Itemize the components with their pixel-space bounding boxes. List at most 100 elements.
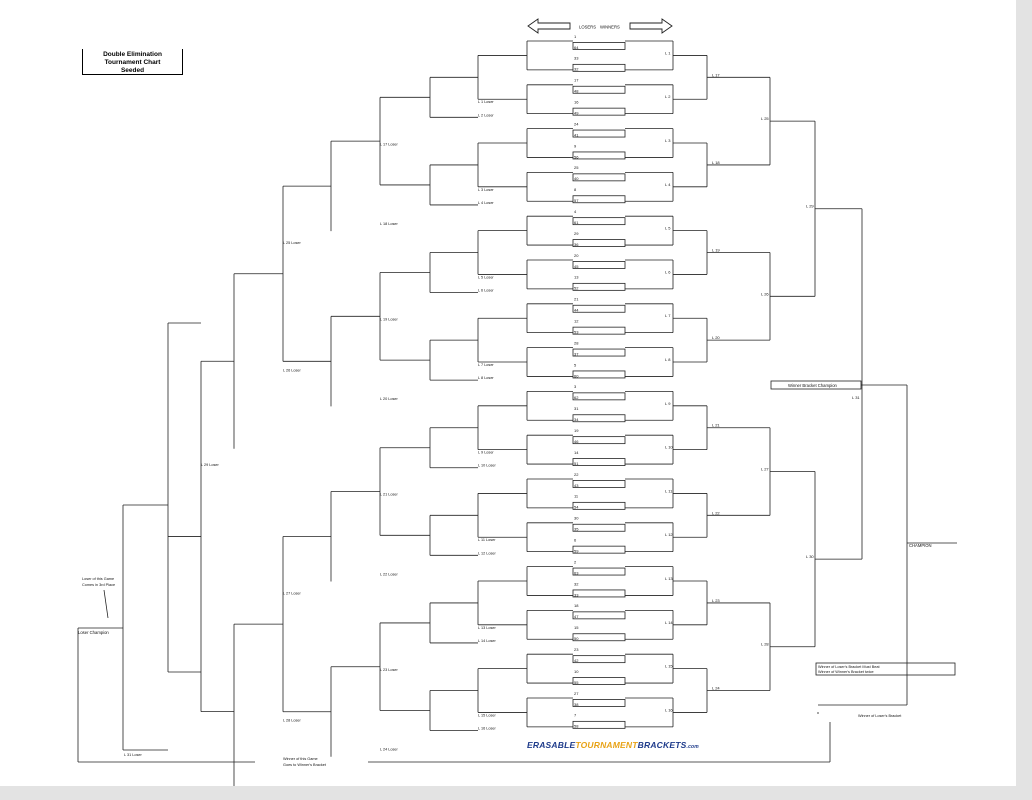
seed-number: 14: [574, 450, 579, 455]
loser-drop-label: L 17 Loser: [380, 142, 399, 146]
loser-drop-label: L 9 Loser: [478, 451, 494, 455]
match-label: L 4: [665, 182, 671, 187]
seed-number: 27: [574, 691, 579, 696]
entrant-box: [572, 545, 626, 554]
seed-number: 42: [574, 658, 579, 663]
entrant-box: [572, 480, 626, 488]
entrant-box: [572, 239, 626, 247]
match-label: L 3: [665, 138, 671, 143]
seed-number: 15: [574, 625, 579, 630]
match-label: L 14: [665, 620, 673, 625]
entrant-box: [572, 107, 626, 116]
seed-number: 37: [574, 351, 579, 356]
seed-number: 1: [574, 34, 577, 39]
seed-number: 3: [574, 384, 577, 389]
seed-number: 38: [574, 702, 579, 707]
seed-number: 10: [574, 669, 579, 674]
loser-drop-label: L 16 Loser: [478, 727, 497, 731]
entrant-box: [572, 85, 626, 94]
seed-number: 13: [574, 275, 579, 280]
match-label: L 1: [665, 50, 671, 55]
winner-bracket-champion-box: [770, 380, 862, 390]
seed-number: 45: [574, 264, 579, 269]
entrant-box: [572, 217, 626, 226]
seed-number: 35: [574, 527, 579, 532]
goes-note: Winner of this Game: [283, 757, 318, 761]
match-label: L 10: [665, 445, 673, 450]
entrant-box: [572, 677, 626, 685]
match-label: L 8: [665, 357, 671, 362]
seed-number: 24: [574, 121, 579, 126]
entrant-box: [572, 720, 626, 729]
logo-text: BRACKETS: [637, 740, 687, 750]
title-line: Tournament Chart: [104, 59, 161, 66]
seed-number: 57: [574, 198, 579, 203]
seed-number: 49: [574, 110, 579, 115]
l31-loser-label: L 31 Loser: [124, 753, 143, 757]
seed-number: 44: [574, 308, 579, 313]
loser-drop-label: L 24 Loser: [380, 748, 399, 752]
seed-number: 17: [574, 78, 579, 83]
loser-drop-label: L 22 Loser: [380, 572, 399, 576]
loser-drop-label: L 25 Loser: [283, 241, 302, 245]
seed-number: 47: [574, 614, 579, 619]
seed-number: 52: [574, 286, 579, 291]
seed-number: 11: [574, 494, 579, 499]
seed-number: 54: [574, 505, 579, 510]
entrant-box: [572, 261, 626, 269]
match-line: [103, 589, 109, 619]
entrant-box: [572, 392, 626, 401]
match-label: L 20: [712, 335, 720, 340]
seed-number: 48: [574, 89, 579, 94]
match-label: L 12: [665, 532, 673, 537]
loser-drop-label: L 18 Loser: [380, 222, 399, 226]
seed-number: 43: [574, 483, 579, 488]
direction-arrow: [527, 18, 673, 34]
loser-drop-label: L 5 Loser: [478, 275, 494, 279]
match-label: L 6: [665, 269, 671, 274]
brand-logo: ERASABLETOURNAMENTBRACKETS.com: [527, 740, 699, 750]
match-label: L 28: [761, 642, 769, 647]
seed-number: 7: [574, 713, 577, 718]
seed-number: 30: [574, 516, 579, 521]
seed-number: 19: [574, 428, 579, 433]
entrant-box: [572, 173, 626, 182]
third-place-note: Loser of this Game: [82, 577, 114, 581]
seed-number: 21: [574, 297, 579, 302]
seed-number: 28: [574, 340, 579, 345]
seed-number: 55: [574, 680, 579, 685]
match-label: L 29: [806, 204, 814, 209]
seed-number: 61: [574, 220, 579, 225]
seed-number: 18: [574, 603, 579, 608]
entrant-box: [572, 129, 626, 138]
entrant-box: [572, 304, 626, 313]
entrant-box: [572, 699, 626, 707]
entrant-box: [572, 414, 626, 423]
seed-number: 56: [574, 154, 579, 159]
loser-drop-label: L 15 Loser: [478, 713, 497, 717]
entrant-box: [572, 63, 626, 72]
entrant-box: [572, 501, 626, 510]
seed-number: 9: [574, 143, 577, 148]
seed-number: 25: [574, 165, 579, 170]
seed-number: 4: [574, 209, 577, 214]
champion-label: CHAMPION: [909, 543, 932, 548]
loser-drop-label: L 11 Loser: [478, 538, 496, 542]
winner-losers-bracket-label: Winner of Loser's Bracket: [858, 714, 902, 718]
seed-number: 62: [574, 395, 579, 400]
match-label: L 18: [712, 160, 720, 165]
loser-drop-label: L 7 Loser: [478, 363, 494, 367]
entrant-box: [572, 567, 626, 576]
final-note: Winner of Winner's Bracket twice: [818, 670, 874, 674]
loser-drop-label: L 20 Loser: [380, 397, 399, 401]
seed-number: 59: [574, 548, 579, 553]
match-label: L 17: [712, 72, 720, 77]
match-label: L 19: [712, 248, 720, 253]
page-edge: [1016, 0, 1032, 800]
loser-drop-label: L 4 Loser: [478, 201, 494, 205]
loser-drop-label: L 19 Loser: [380, 318, 399, 322]
loser-drop-label: L 14 Loser: [478, 639, 497, 643]
loser-drop-label: L 21 Loser: [380, 493, 399, 497]
loser-drop-label: L 28 Loser: [283, 719, 302, 723]
logo-text: .com: [686, 744, 699, 750]
